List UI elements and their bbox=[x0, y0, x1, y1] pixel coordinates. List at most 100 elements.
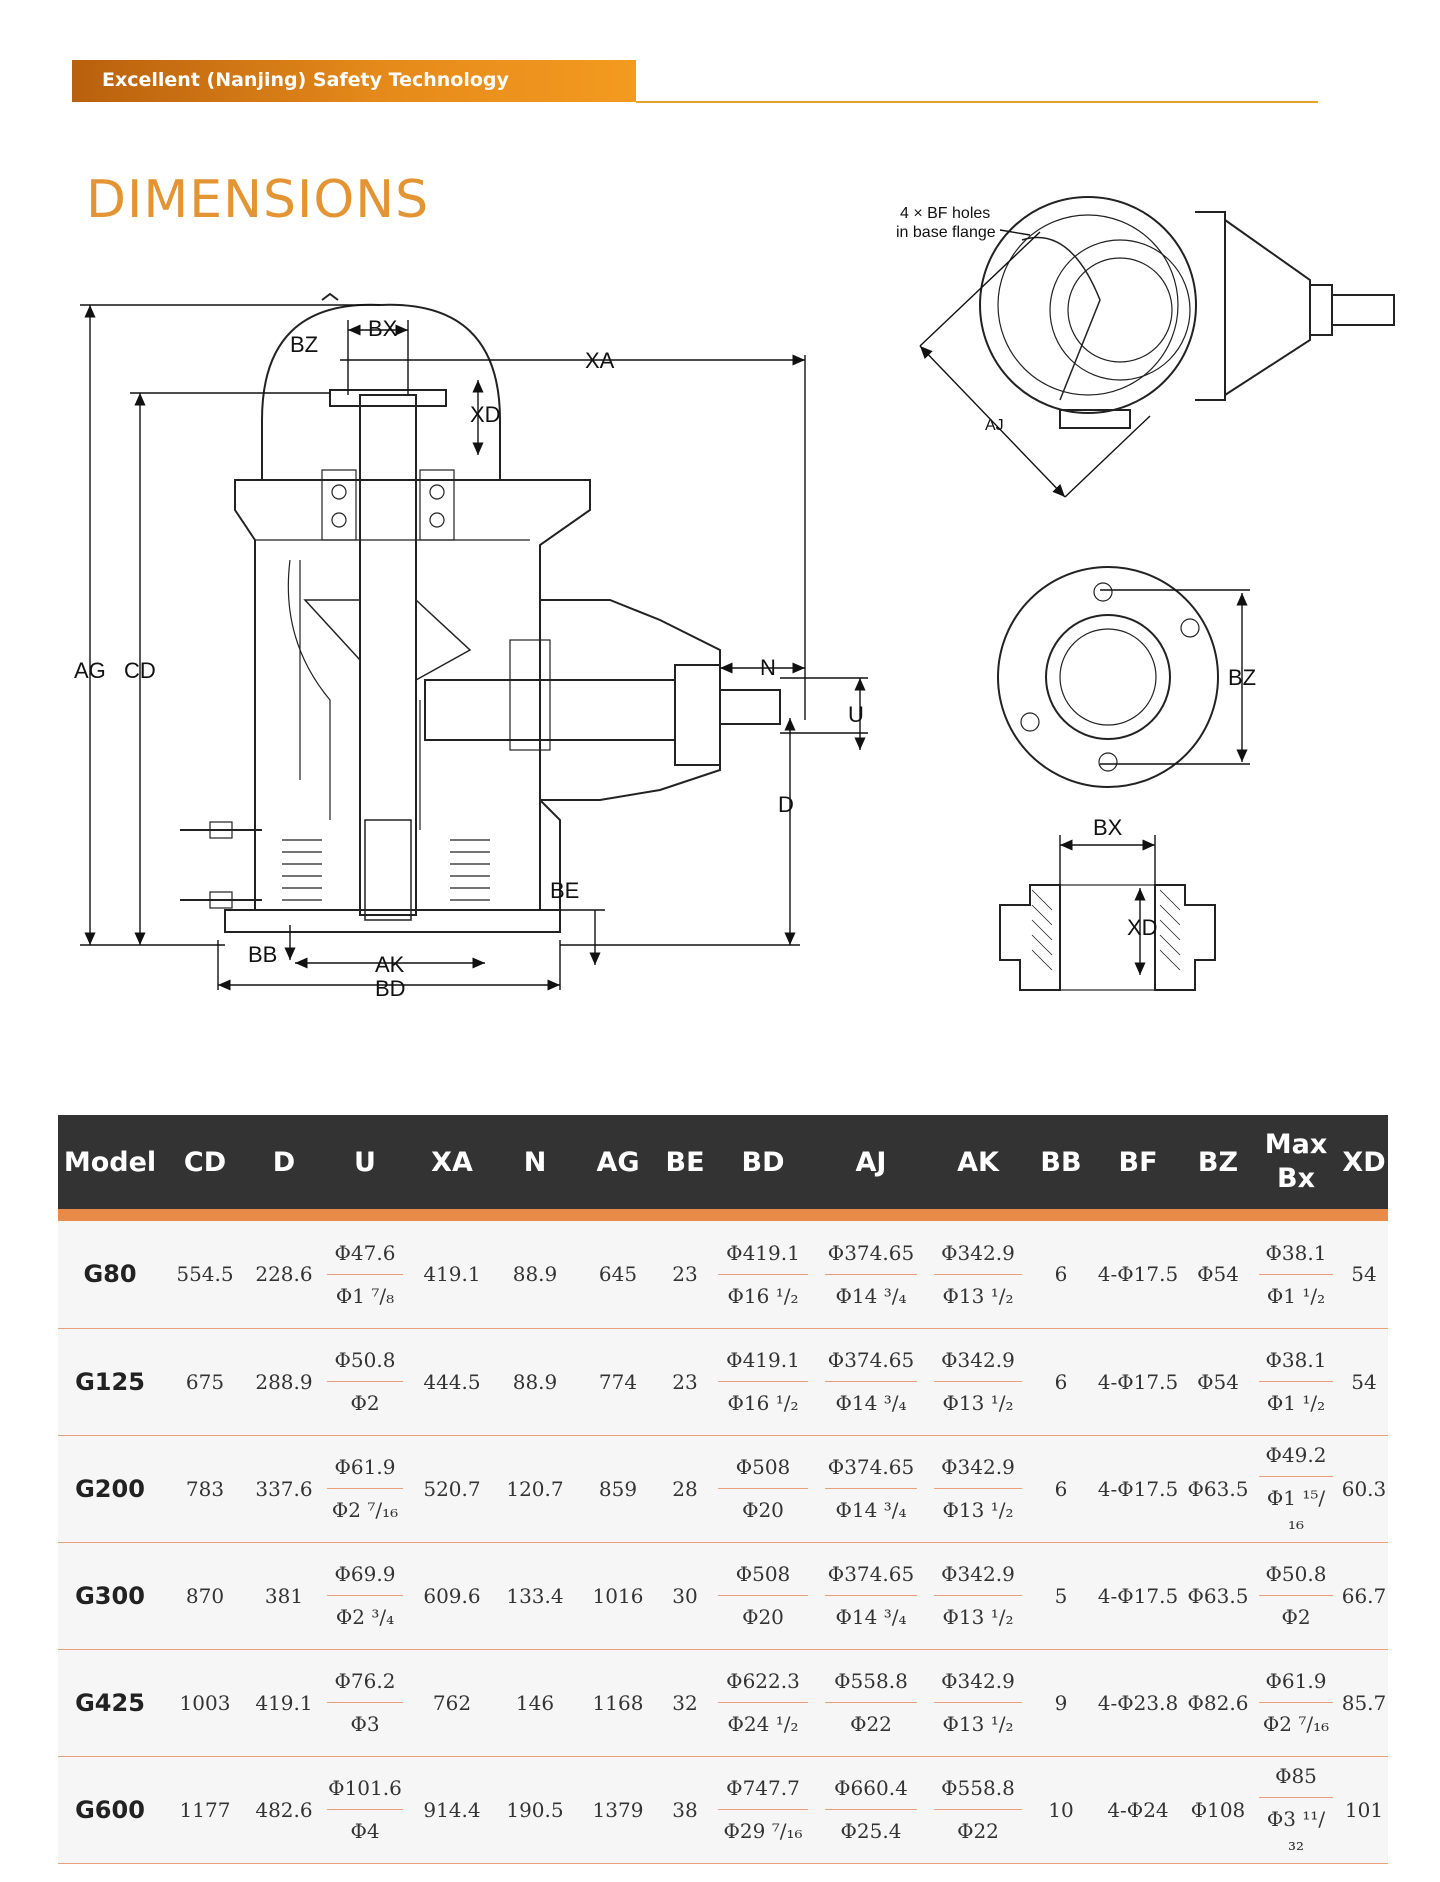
cell-bz: Φ63.5 bbox=[1184, 1435, 1252, 1543]
label-bz: BZ bbox=[290, 332, 318, 357]
cell-u-imperial: Φ1 ⁷/₈ bbox=[335, 1283, 395, 1308]
dimension-drawings: BZ BX XA XD AG CD N U D BE BB AK BD 4 × … bbox=[74, 196, 1395, 1001]
col-max-bx: Max Bx bbox=[1252, 1115, 1340, 1209]
cell-ak-metric: Φ342.9 bbox=[934, 1348, 1022, 1382]
col-bd: BD bbox=[710, 1115, 816, 1209]
cell-bf: 4-Φ17.5 bbox=[1092, 1328, 1184, 1436]
cell-xd: 66.7 bbox=[1340, 1542, 1388, 1650]
cell-xd: 54 bbox=[1340, 1221, 1388, 1329]
cell-bz: Φ63.5 bbox=[1184, 1542, 1252, 1650]
cell-u-metric: Φ76.2 bbox=[327, 1669, 403, 1703]
header-rule bbox=[636, 101, 1318, 103]
cell-aj-metric: Φ558.8 bbox=[824, 1669, 918, 1703]
cell-ak-imperial: Φ13 ¹/₂ bbox=[942, 1498, 1014, 1522]
cell-model: G80 bbox=[58, 1221, 162, 1329]
cell-xa: 419.1 bbox=[410, 1221, 494, 1329]
cell-n: 88.9 bbox=[494, 1221, 576, 1329]
cell-aj: Φ374.65 Φ14 ³/₄ bbox=[816, 1328, 926, 1436]
col-max-bx-line2: Bx bbox=[1277, 1163, 1315, 1194]
cell-bb: 6 bbox=[1030, 1221, 1092, 1329]
label-n: N bbox=[760, 655, 776, 680]
cell-bz: Φ82.6 bbox=[1184, 1649, 1252, 1757]
cell-bd: Φ419.1 Φ16 ¹/₂ bbox=[710, 1221, 816, 1329]
cell-u-metric: Φ50.8 bbox=[327, 1348, 403, 1382]
cell-n: 88.9 bbox=[494, 1328, 576, 1436]
col-bz: BZ bbox=[1184, 1115, 1252, 1209]
cell-aj: Φ660.4 Φ25.4 bbox=[816, 1756, 926, 1864]
cell-bd-imperial: Φ20 bbox=[742, 1605, 784, 1629]
cell-bx: Φ38.1 Φ1 ¹/₂ bbox=[1252, 1328, 1340, 1436]
col-bb: BB bbox=[1030, 1115, 1092, 1209]
cell-ak-metric: Φ342.9 bbox=[934, 1669, 1022, 1703]
label-bz-flange: BZ bbox=[1228, 665, 1256, 690]
header-bar: Excellent (Nanjing) Safety Technology bbox=[72, 60, 636, 102]
cell-bx-metric: Φ61.9 bbox=[1259, 1669, 1333, 1703]
cell-ag: 1168 bbox=[576, 1649, 660, 1757]
cell-aj-imperial: Φ14 ³/₄ bbox=[835, 1605, 907, 1629]
cell-d: 337.6 bbox=[248, 1435, 320, 1543]
cell-xa: 444.5 bbox=[410, 1328, 494, 1436]
cell-aj-imperial: Φ25.4 bbox=[840, 1819, 902, 1843]
label-bb: BB bbox=[248, 942, 277, 967]
cell-be: 28 bbox=[660, 1435, 710, 1543]
cell-ag: 645 bbox=[576, 1221, 660, 1329]
cell-xa: 520.7 bbox=[410, 1435, 494, 1543]
cell-u: Φ101.6 Φ4 bbox=[320, 1756, 410, 1864]
cell-bx-imperial: Φ1 ¹/₂ bbox=[1266, 1391, 1326, 1415]
col-model: Model bbox=[58, 1115, 162, 1209]
cell-bf: 4-Φ17.5 bbox=[1092, 1435, 1184, 1543]
cell-d: 419.1 bbox=[248, 1649, 320, 1757]
cell-u-metric: Φ61.9 bbox=[327, 1455, 403, 1489]
cell-aj-imperial: Φ14 ³/₄ bbox=[835, 1498, 907, 1522]
flange-front-view bbox=[997, 566, 1219, 788]
cell-aj-imperial: Φ22 bbox=[850, 1712, 892, 1736]
top-view-drawing bbox=[979, 196, 1395, 429]
label-aj: AJ bbox=[985, 417, 1004, 434]
cell-u-metric: Φ69.9 bbox=[327, 1562, 403, 1596]
label-cd: CD bbox=[124, 658, 156, 683]
cell-bd: Φ508 Φ20 bbox=[710, 1542, 816, 1650]
cell-bf: 4-Φ24 bbox=[1092, 1756, 1184, 1864]
cell-be: 30 bbox=[660, 1542, 710, 1650]
cell-u-imperial: Φ2 ³/₄ bbox=[335, 1605, 395, 1629]
cell-bd: Φ747.7 Φ29 ⁷/₁₆ bbox=[710, 1756, 816, 1864]
cell-xd: 85.7 bbox=[1340, 1649, 1388, 1757]
label-be: BE bbox=[550, 878, 579, 903]
table-header-row: Model CD D U XA N AG BE BD AJ AK BB BF B… bbox=[58, 1115, 1388, 1209]
cell-ak: Φ342.9 Φ13 ¹/₂ bbox=[926, 1649, 1030, 1757]
cell-n: 133.4 bbox=[494, 1542, 576, 1650]
hub-section-view bbox=[999, 884, 1216, 991]
cell-n: 190.5 bbox=[494, 1756, 576, 1864]
cell-aj: Φ374.65 Φ14 ³/₄ bbox=[816, 1435, 926, 1543]
cell-aj-metric: Φ374.65 bbox=[824, 1455, 918, 1489]
col-ag: AG bbox=[576, 1115, 660, 1209]
page-title: DIMENSIONS bbox=[86, 170, 430, 230]
col-u: U bbox=[320, 1115, 410, 1209]
cell-bx-imperial: Φ1 ¹⁵/₁₆ bbox=[1266, 1486, 1326, 1534]
cell-ag: 1016 bbox=[576, 1542, 660, 1650]
cell-bz: Φ108 bbox=[1184, 1756, 1252, 1864]
cell-ak: Φ342.9 Φ13 ¹/₂ bbox=[926, 1542, 1030, 1650]
col-max-bx-line1: Max bbox=[1264, 1129, 1328, 1160]
cell-xd: 101 bbox=[1340, 1756, 1388, 1864]
label-bd: BD bbox=[375, 976, 406, 1001]
cell-aj: Φ374.65 Φ14 ³/₄ bbox=[816, 1542, 926, 1650]
label-bx-hub: BX bbox=[1093, 815, 1123, 840]
cell-u: Φ61.9 Φ2 ⁷/₁₆ bbox=[320, 1435, 410, 1543]
cell-model: G200 bbox=[58, 1435, 162, 1543]
cell-xd: 54 bbox=[1340, 1328, 1388, 1436]
label-u: U bbox=[848, 702, 864, 727]
cell-bx-imperial: Φ2 ⁷/₁₆ bbox=[1262, 1712, 1330, 1736]
cell-aj: Φ558.8 Φ22 bbox=[816, 1649, 926, 1757]
cell-aj-metric: Φ374.65 bbox=[824, 1241, 918, 1275]
cell-u-metric: Φ47.6 bbox=[327, 1241, 403, 1275]
cell-u: Φ47.6 Φ1 ⁷/₈ bbox=[320, 1221, 410, 1329]
cell-aj: Φ374.65 Φ14 ³/₄ bbox=[816, 1221, 926, 1329]
cell-cd: 1003 bbox=[162, 1649, 248, 1757]
cell-ag: 1379 bbox=[576, 1756, 660, 1864]
header-accent-stripe bbox=[58, 1209, 1388, 1221]
col-n: N bbox=[494, 1115, 576, 1209]
cell-d: 228.6 bbox=[248, 1221, 320, 1329]
